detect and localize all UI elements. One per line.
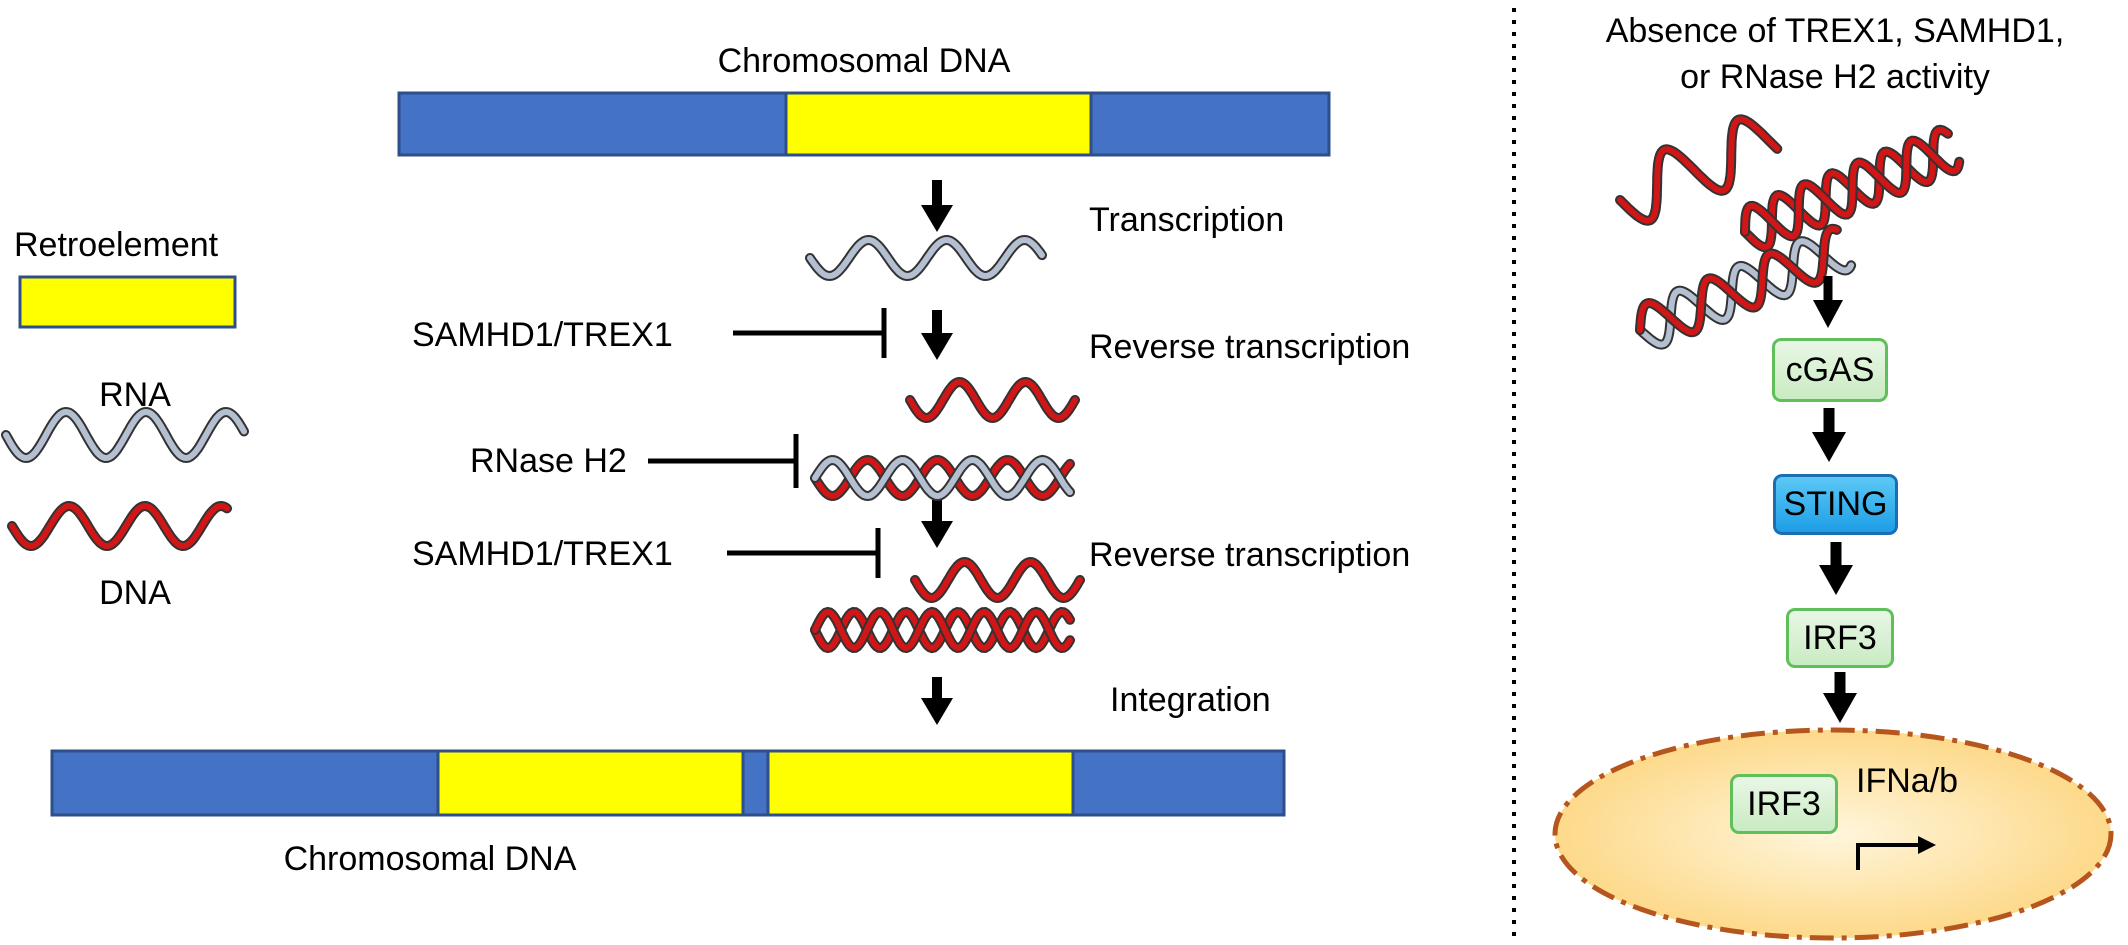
bottom-retroelement-segment-1: [436, 749, 745, 817]
legend-dna-helix: [7, 500, 232, 552]
cytosolic-hybrid-dna: [1635, 223, 1842, 338]
arrow-down-4: [921, 677, 953, 725]
right-title-line-2: or RNase H2 activity: [1680, 58, 1990, 96]
dsdna-strand-b: [810, 606, 1075, 654]
step-integration: Integration: [1110, 681, 1271, 719]
legend-retroelement-label: Retroelement: [14, 226, 219, 264]
arrow-down-1: [921, 180, 953, 232]
legend-retroelement-swatch: [18, 275, 237, 329]
bottom-retroelement-segment-2: [766, 749, 1075, 817]
arrow-down-3: [921, 500, 953, 548]
legend-rna-helix: [1, 406, 249, 464]
cytosolic-dna-2b: [1740, 135, 1965, 242]
rna-transcript-helix: [805, 234, 1047, 282]
hybrid-rna-strand: [810, 454, 1075, 502]
legend-dna-label: DNA: [99, 574, 171, 612]
transcription-start-arrow: [1856, 836, 1936, 870]
nucleus: [1552, 727, 2114, 941]
inhibit-rnase-h2: [648, 434, 799, 488]
cytosolic-hybrid-rna: [1635, 236, 1857, 350]
step-reverse-transcription-1: Reverse transcription: [1089, 328, 1411, 366]
inhibitor-samhd1-trex1-2: SAMHD1/TREX1: [412, 535, 673, 573]
arrow-to-sting: [1812, 408, 1846, 462]
top-retroelement-segment: [784, 91, 1093, 157]
inhibition-lines: [648, 308, 887, 578]
inhibitor-rnase-h2: RNase H2: [470, 442, 627, 480]
cgas-box: cGAS: [1772, 338, 1888, 402]
inhibit-samhd1-trex1-1: [733, 308, 887, 358]
right-title-line-1: Absence of TREX1, SAMHD1,: [1605, 12, 2065, 50]
sting-box: STING: [1773, 474, 1898, 535]
arrow-to-nucleus: [1823, 672, 1857, 723]
bottom-chromosome-label: Chromosomal DNA: [283, 840, 577, 878]
legend-rna-label: RNA: [99, 376, 171, 414]
arrow-down-2: [921, 310, 953, 360]
arrow-to-irf3: [1819, 542, 1853, 595]
top-chromosome-label: Chromosomal DNA: [717, 42, 1011, 80]
first-strand-dna-helix: [905, 376, 1080, 424]
step-reverse-transcription-2: Reverse transcription: [1089, 536, 1411, 574]
nucleus-irf3-box: IRF3: [1730, 774, 1838, 834]
irf3-box: IRF3: [1786, 608, 1894, 668]
arrow-to-cgas: [1813, 276, 1843, 328]
step-arrows: [921, 180, 953, 725]
inhibit-samhd1-trex1-2: [727, 528, 881, 578]
inhibitor-samhd1-trex1-1: SAMHD1/TREX1: [412, 316, 673, 354]
cytosolic-dna-2a: [1740, 124, 1953, 253]
right-arrows: [1812, 276, 1857, 723]
second-strand-dna-helix: [910, 556, 1085, 604]
step-transcription: Transcription: [1089, 201, 1285, 239]
ifn-label: IFNa/b: [1856, 762, 1959, 800]
cytosolic-dna-1: [1615, 114, 1783, 226]
